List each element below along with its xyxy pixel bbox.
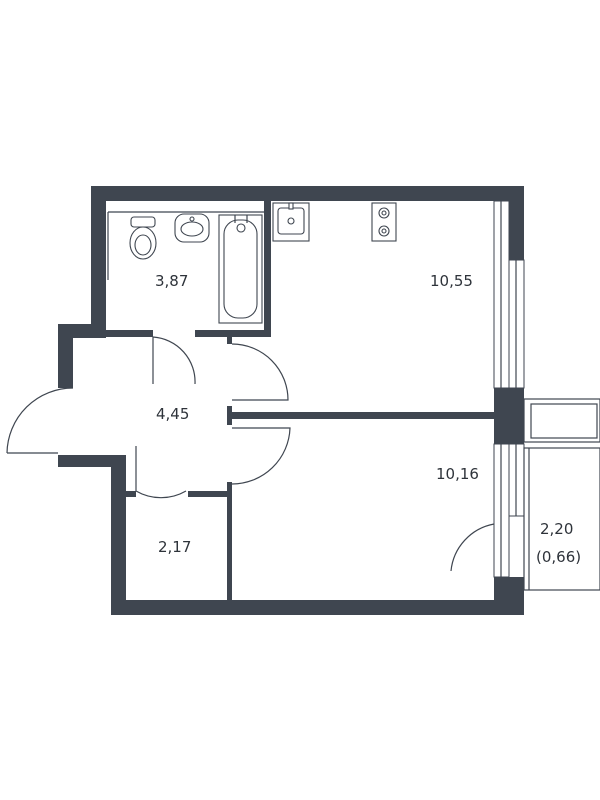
- balcony-reduced-area: (0,66): [536, 548, 582, 566]
- stove-icon: [371, 202, 397, 242]
- walls: [58, 186, 524, 615]
- windows: [493, 200, 525, 578]
- toilet-icon: [129, 216, 157, 260]
- bathroom-area: 3,87: [155, 272, 189, 290]
- bedroom-area: 10,16: [436, 465, 479, 483]
- kitchen-sink-icon: [272, 202, 310, 242]
- storage-area: 2,17: [158, 538, 192, 556]
- kitchen-area: 10,55: [430, 272, 473, 290]
- bathtub-icon: [218, 214, 263, 324]
- hall-area: 4,45: [156, 405, 190, 423]
- kitchen-fixtures: [272, 202, 397, 242]
- balcony-area: 2,20: [540, 520, 574, 538]
- bathroom-fixtures: [107, 211, 264, 324]
- sink-icon: [174, 213, 210, 243]
- balcony: [523, 398, 600, 591]
- doors: [6, 336, 495, 572]
